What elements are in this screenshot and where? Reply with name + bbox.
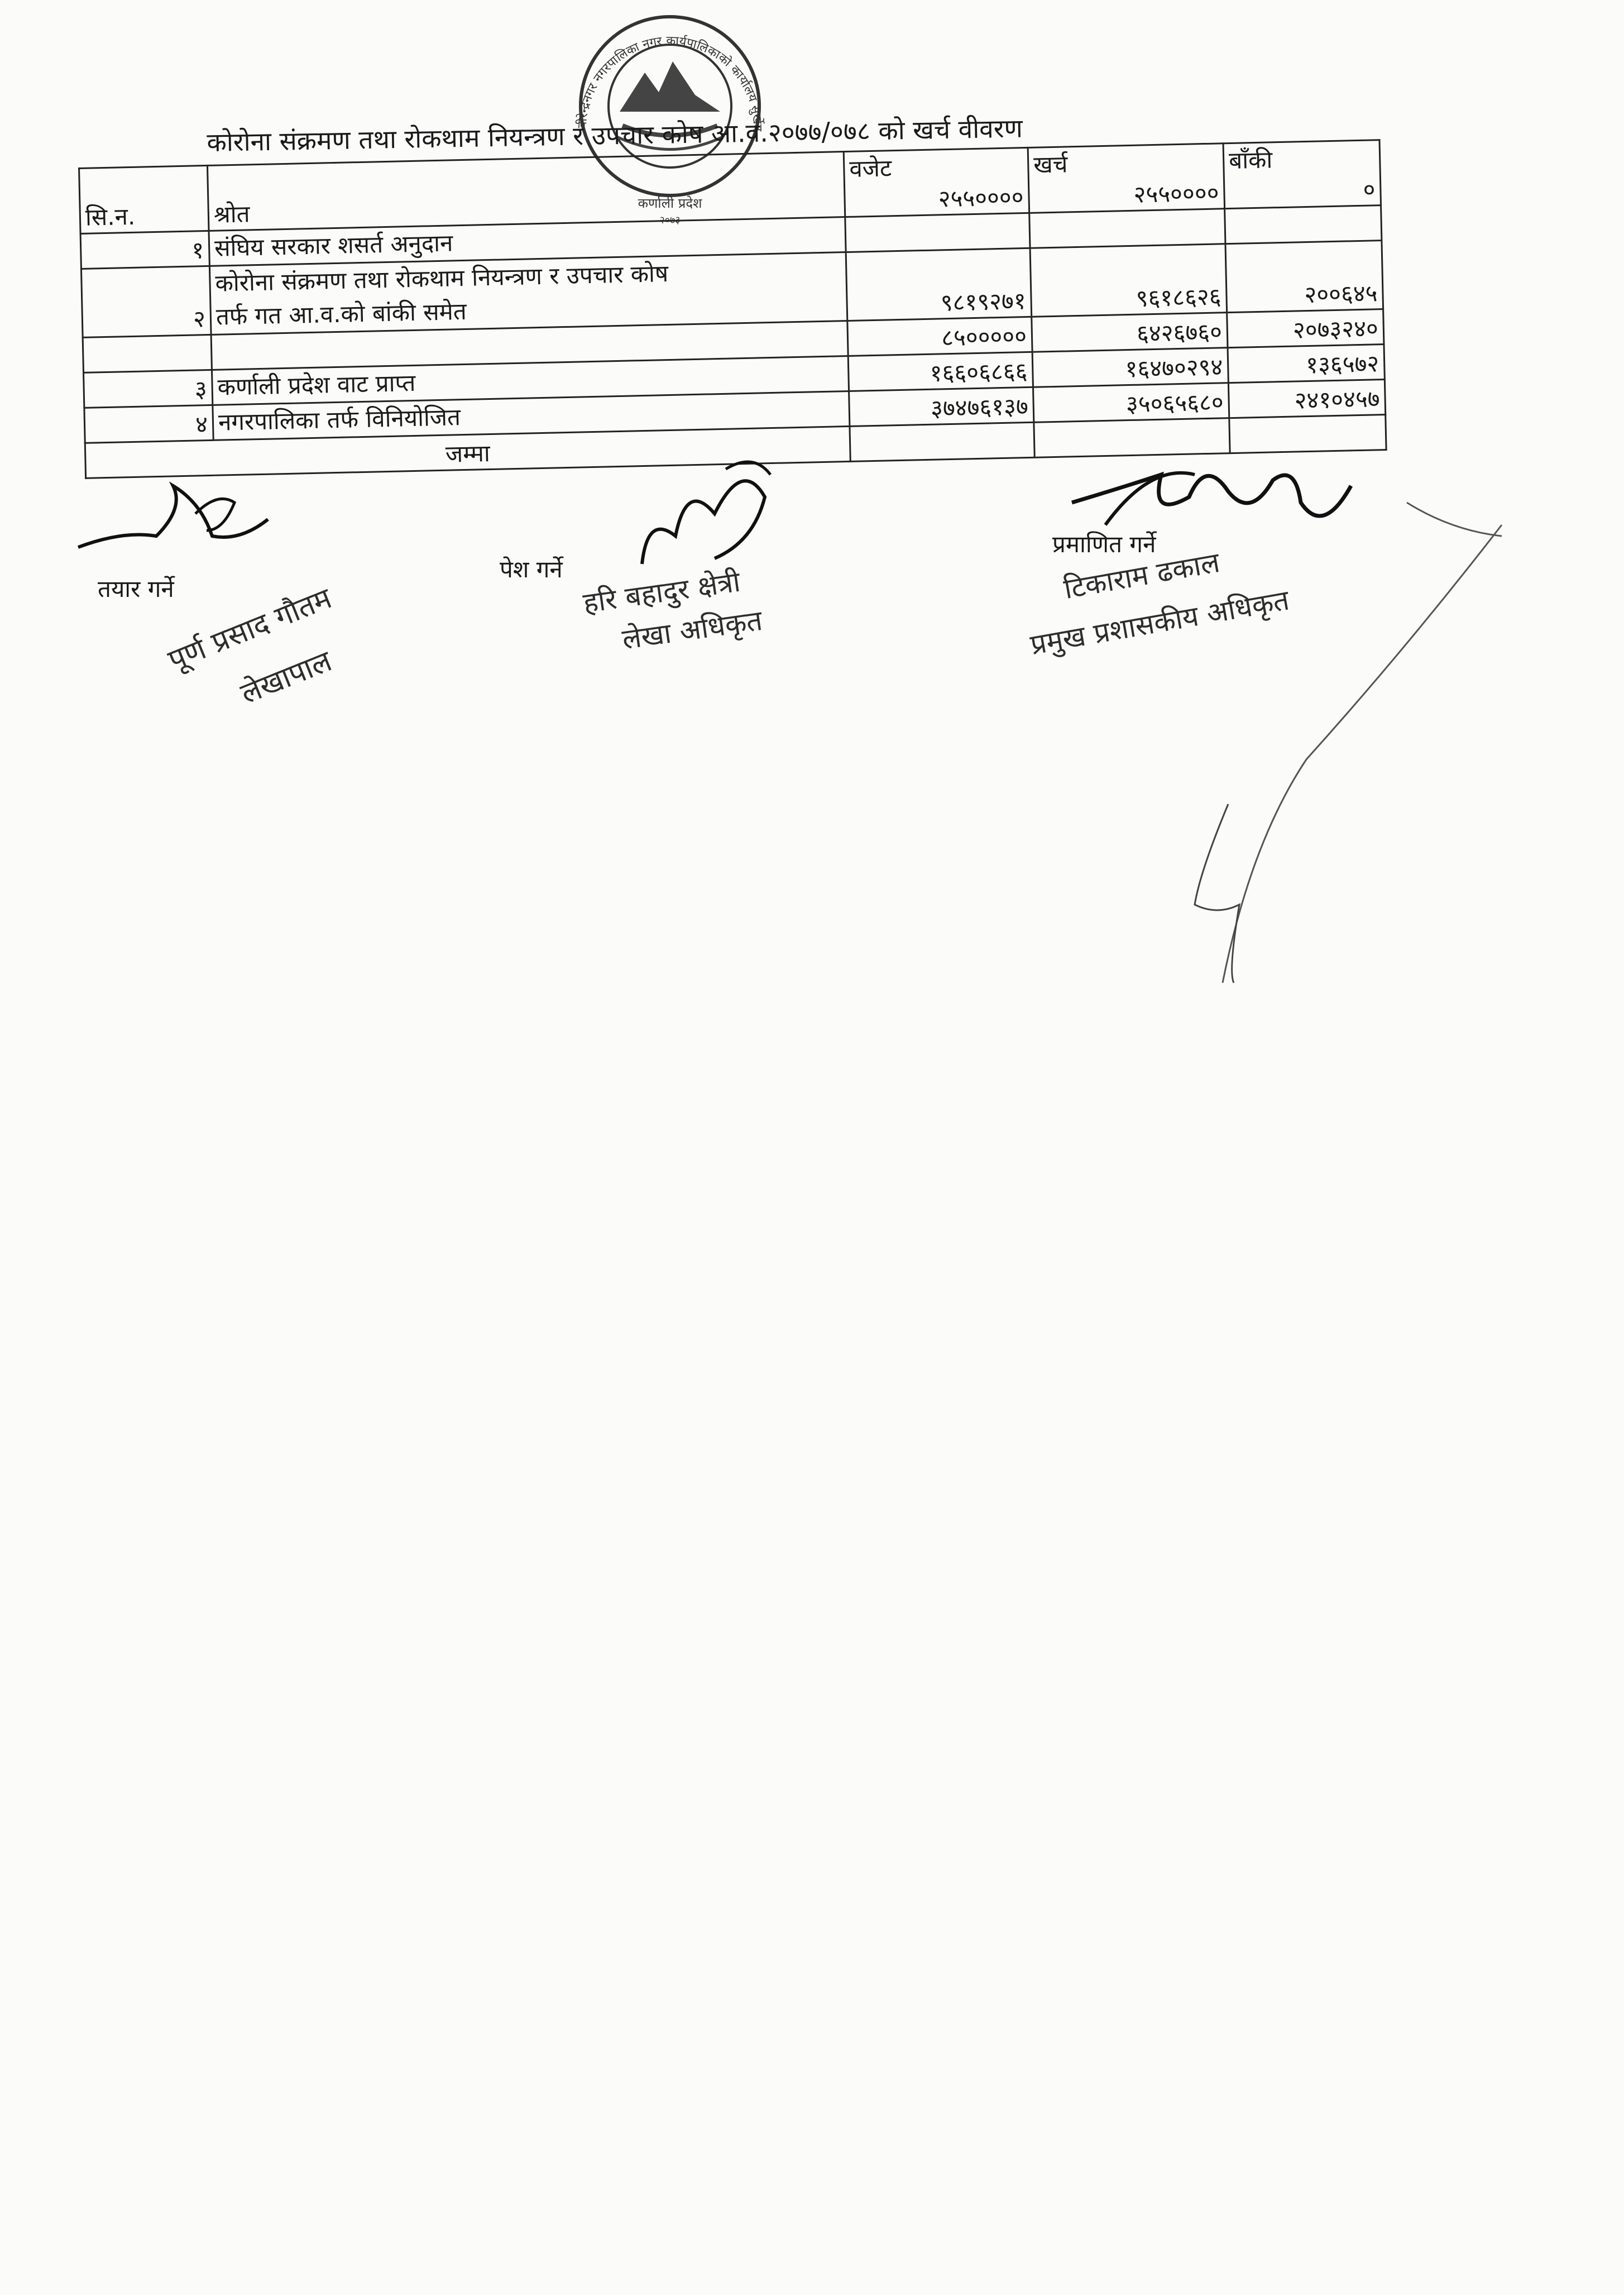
row-balance: १३६५७२ bbox=[1228, 344, 1385, 383]
row-budget: ९८१९२७१ bbox=[846, 248, 1032, 321]
header-sn: सि.न. bbox=[79, 165, 209, 234]
header-expense-value: २५५०००० bbox=[1133, 179, 1220, 208]
row-expense: १६४७०२९४ bbox=[1032, 347, 1229, 388]
row-sn: २ bbox=[81, 266, 212, 338]
row-balance: २०७३२४० bbox=[1227, 309, 1384, 348]
prepared-title: लेखापाल bbox=[236, 644, 337, 711]
header-balance-label: बाँकी bbox=[1228, 146, 1273, 175]
seal-bottom-text: कर्णाली प्रदेश bbox=[638, 195, 703, 211]
row-balance: २४१०४५७ bbox=[1228, 379, 1386, 418]
row-sn bbox=[83, 334, 212, 373]
row-budget: १६६०६८६६ bbox=[848, 352, 1033, 391]
signature-scribble-submitted bbox=[640, 460, 772, 565]
row-budget bbox=[845, 213, 1031, 252]
row-balance bbox=[1224, 205, 1382, 244]
header-budget-label: वजेट bbox=[849, 154, 892, 183]
row-sn: ३ bbox=[83, 370, 213, 408]
header-balance: बाँकी ० bbox=[1223, 140, 1381, 209]
seal-year: २०७३ bbox=[659, 214, 680, 226]
signature-scribble-prepared bbox=[77, 481, 269, 549]
header-balance-value: ० bbox=[1363, 175, 1376, 203]
municipality-seal: वीरेन्द्रनगर नगरपालिका नगर कार्यपालिकाको… bbox=[553, 0, 787, 235]
row-budget: ३७४७६१३७ bbox=[849, 387, 1034, 427]
row-expense: ३५०६५६८० bbox=[1033, 382, 1229, 423]
header-budget: वजेट २५५०००० bbox=[844, 147, 1029, 217]
header-expense-label: खर्च bbox=[1033, 150, 1068, 179]
prepared-label: तयार गर्ने bbox=[98, 575, 174, 603]
header-budget-value: २५५०००० bbox=[938, 183, 1024, 213]
submitted-label: पेश गर्ने bbox=[500, 556, 563, 583]
row-budget: ८५००००० bbox=[847, 317, 1033, 356]
header-expense: खर्च २५५०००० bbox=[1028, 143, 1225, 213]
expense-table: सि.न. श्रोत वजेट २५५०००० खर्च २५५०००० बा… bbox=[78, 139, 1387, 479]
row-expense: ९६१८६२६ bbox=[1030, 243, 1227, 317]
row-sn: १ bbox=[80, 231, 210, 269]
row-expense bbox=[1029, 208, 1225, 248]
row-balance: २००६४५ bbox=[1225, 240, 1383, 313]
pencil-doodle bbox=[1194, 501, 1503, 983]
signature-scribble-certified bbox=[1071, 471, 1353, 526]
row-expense: ६४२६७६० bbox=[1031, 312, 1228, 352]
certified-label: प्रमाणित गर्ने bbox=[1052, 530, 1156, 558]
row-sn: ४ bbox=[84, 405, 214, 443]
expense-table-wrapper: सि.न. श्रोत वजेट २५५०००० खर्च २५५०००० बा… bbox=[78, 139, 1387, 479]
total-blank-cell bbox=[849, 422, 1035, 462]
row-source: कोरोना संक्रमण तथा रोकथाम नियन्त्रण र उप… bbox=[209, 252, 847, 335]
